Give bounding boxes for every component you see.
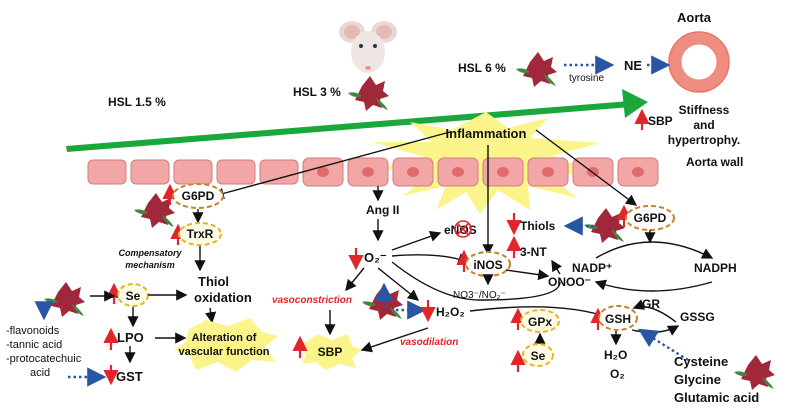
o2-superoxide-label: O₂⁻ bbox=[364, 250, 387, 265]
3-nt-label: 3-NT bbox=[520, 245, 547, 259]
sbp-burst bbox=[298, 334, 362, 370]
arrow-o2-h2o2 bbox=[377, 267, 420, 301]
arrow-nadp-cycle bbox=[595, 241, 714, 259]
sbp-top-label: SBP bbox=[648, 114, 673, 128]
arrow-inflam-g6pd-right bbox=[535, 129, 638, 206]
amino-glutamic-acid: Glutamic acid bbox=[674, 390, 759, 405]
plant-icon bbox=[516, 52, 557, 87]
alteration-burst bbox=[174, 318, 278, 372]
compound-protocatechuic: -protocatechuic bbox=[6, 353, 82, 365]
enos-label: eNOS bbox=[444, 223, 477, 237]
ne-label: NE bbox=[624, 58, 642, 73]
arrow-amino-gsh bbox=[637, 328, 689, 362]
hsl-dose-1-5: HSL 1.5 % bbox=[108, 95, 166, 109]
hsl-dose-3: HSL 3 % bbox=[293, 85, 341, 99]
arrow-gsh-gssg bbox=[631, 325, 680, 336]
gr-label: GR bbox=[642, 297, 660, 311]
thiols-label: Thiols bbox=[520, 219, 556, 233]
arrow-inflam-g6pd-left bbox=[212, 131, 451, 199]
lpo-label: LPO bbox=[117, 330, 144, 345]
h2o-label: H₂O bbox=[604, 348, 627, 362]
plant-icon bbox=[362, 285, 403, 320]
amino-glycine: Glycine bbox=[674, 372, 721, 387]
arrow-gssg-gsh bbox=[632, 299, 677, 323]
plant-icon bbox=[44, 282, 85, 317]
nadp-plus-label: NADP⁺ bbox=[572, 261, 612, 275]
hsl-dose-6: HSL 6 % bbox=[458, 61, 506, 75]
arrow-o2-inos bbox=[391, 253, 470, 264]
plant-icon bbox=[134, 193, 175, 228]
g6pd-right-label: G6PD bbox=[634, 211, 667, 225]
aorta-ring-icon bbox=[668, 31, 730, 93]
gssg-label: GSSG bbox=[680, 310, 715, 324]
stiffness-label-3: hypertrophy. bbox=[668, 133, 740, 147]
inflammation-label: Inflammation bbox=[446, 126, 527, 141]
gst-label: GST bbox=[116, 369, 143, 384]
vasodilation-label: vasodilation bbox=[400, 337, 458, 348]
gpx-label: GPx bbox=[528, 315, 552, 329]
sbp-middle-label: SBP bbox=[318, 345, 343, 359]
stiffness-label-1: Stiffness bbox=[679, 103, 730, 117]
plant-icon bbox=[348, 76, 389, 111]
arrow-o2-vasoconstriction bbox=[345, 267, 365, 292]
no3-no2-label: NO3⁻/NO₂⁻ bbox=[453, 290, 506, 301]
aorta-title: Aorta bbox=[677, 10, 712, 25]
inos-label: iNOS bbox=[473, 258, 502, 272]
trxr-ring bbox=[178, 222, 222, 246]
se-middle-label: Se bbox=[531, 349, 546, 363]
se-middle-ring bbox=[522, 343, 554, 367]
compound-flavonoids: -flavonoids bbox=[6, 325, 60, 337]
gsh-label: GSH bbox=[605, 312, 631, 326]
o2-right-label: O₂ bbox=[610, 367, 625, 381]
arrow-onoo-3nt bbox=[551, 259, 562, 275]
arrow-o2-enos bbox=[391, 230, 442, 251]
compensatory-label-2: mechanism bbox=[125, 260, 175, 270]
aorta-wall-cells bbox=[87, 157, 659, 187]
h2o2-label: H₂O₂ bbox=[436, 305, 465, 319]
arrow-nadph-return bbox=[594, 279, 713, 292]
onoo-label: ONOO⁻ bbox=[548, 275, 591, 289]
thiol-label-2: oxidation bbox=[194, 290, 252, 305]
plant-icon bbox=[584, 208, 625, 243]
arrow-h2o2-sbp bbox=[360, 327, 429, 353]
ang-ii-label: Ang II bbox=[366, 203, 399, 217]
thiol-label-1: Thiol bbox=[198, 274, 229, 289]
dose-gradient-arrow bbox=[66, 89, 648, 152]
vasoconstriction-label: vasoconstriction bbox=[272, 295, 352, 306]
aorta-wall-label: Aorta wall bbox=[686, 155, 743, 169]
compensatory-label-1: Compensatory bbox=[118, 248, 182, 258]
gpx-ring bbox=[520, 309, 560, 333]
plant-icon bbox=[734, 355, 775, 390]
alteration-label-2: vascular function bbox=[178, 346, 269, 358]
compound-tannic: -tannic acid bbox=[6, 339, 62, 351]
se-left-label: Se bbox=[126, 289, 141, 303]
trxr-label: TrxR bbox=[187, 227, 214, 241]
gsh-ring bbox=[598, 305, 638, 331]
inhibited-x-icon bbox=[454, 220, 472, 238]
arrow-thiol-alteration bbox=[205, 307, 217, 324]
amino-cysteine: Cysteine bbox=[674, 354, 728, 369]
arrow-o2-onoo bbox=[391, 261, 561, 301]
g6pd-left-label: G6PD bbox=[182, 189, 215, 203]
alteration-label-1: Alteration of bbox=[192, 332, 257, 344]
stiffness-label-2: and bbox=[693, 118, 714, 132]
g6pd-left-ring bbox=[172, 183, 224, 209]
compound-acid: acid bbox=[30, 367, 50, 379]
tyrosine-label: tyrosine bbox=[569, 73, 604, 84]
mouse-icon bbox=[339, 21, 397, 73]
arrow-inos-onoo bbox=[505, 269, 550, 281]
nadph-label: NADPH bbox=[694, 261, 737, 275]
